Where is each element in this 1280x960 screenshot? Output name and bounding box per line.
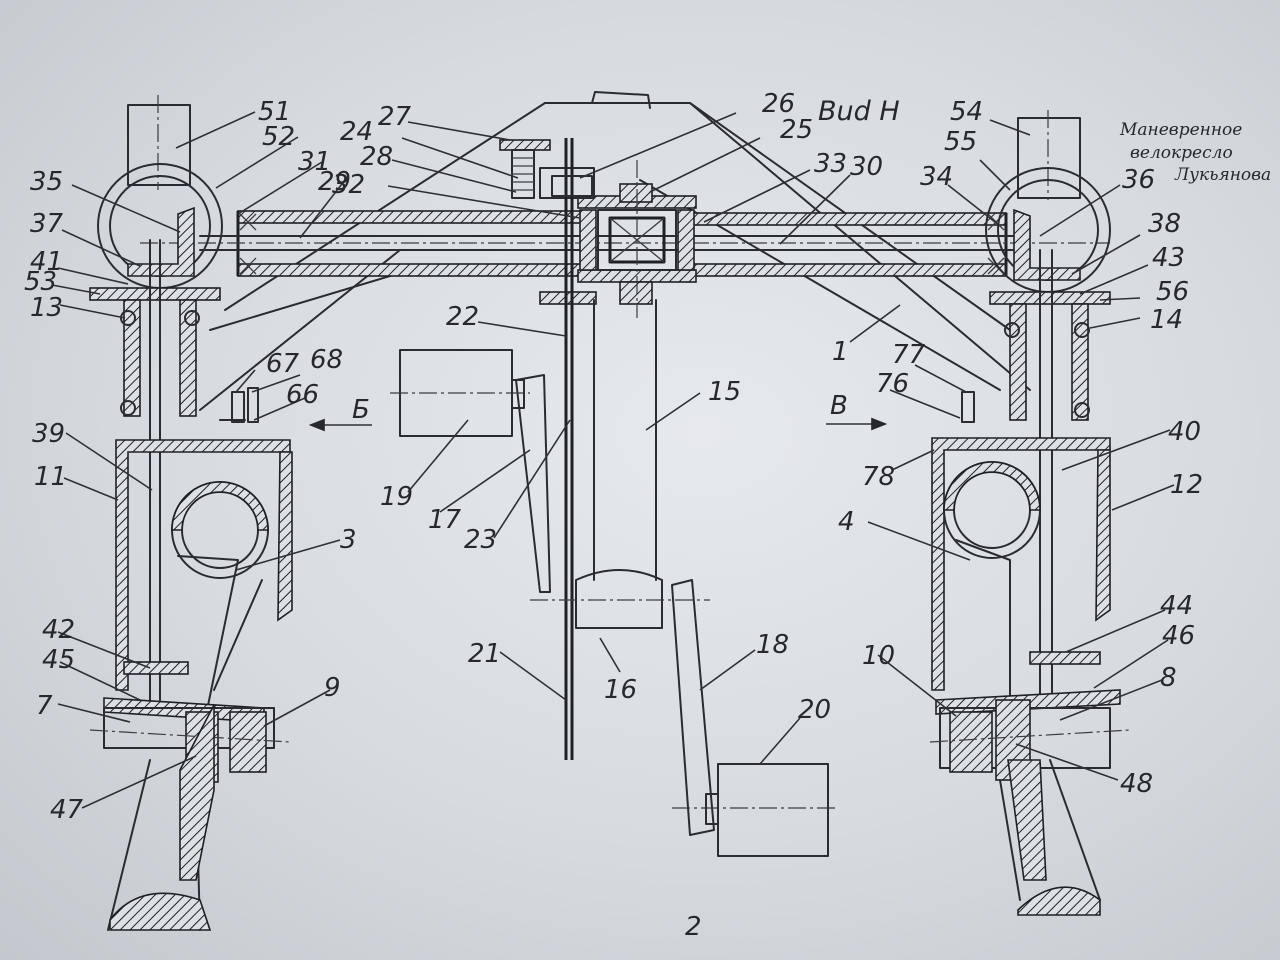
part-label-16: 16 [604,675,637,705]
direction-marker-b: Б [352,395,370,425]
part-label-67: 67 [266,349,300,379]
part-label-17: 17 [428,505,462,535]
part-label-48: 48 [1120,769,1153,799]
part-label-22: 22 [446,302,479,332]
part-label-30: 30 [850,152,883,182]
part-label-78: 78 [862,462,895,492]
part-label-25: 25 [780,115,813,145]
caption-line-1: Маневренное [1119,120,1242,140]
part-label-9: 9 [324,673,341,703]
part-label-44: 44 [1160,591,1193,621]
part-label-32: 32 [332,170,365,200]
part-label-35: 35 [30,167,63,197]
right-wheel-assembly [929,110,1131,916]
part-label-13: 13 [30,293,63,323]
part-label-77: 77 [892,340,926,370]
part-label-43: 43 [1152,243,1185,273]
central-column [390,299,838,857]
part-label-52: 52 [262,122,295,152]
part-label-53: 53 [24,267,57,297]
direction-arrows [308,417,888,432]
part-label-20: 20 [798,695,831,725]
part-label-37: 37 [30,209,64,239]
part-label-76: 76 [876,369,909,399]
left-wheel-assembly [89,95,293,931]
part-label-47: 47 [50,795,84,825]
leader-lines [51,111,1175,809]
part-label-1: 1 [832,337,849,367]
part-label-24: 24 [340,117,373,147]
part-label-23: 23 [464,525,497,555]
part-label-46: 46 [1162,621,1195,651]
part-label-34: 34 [920,162,953,192]
part-label-12: 12 [1170,470,1203,500]
upper-shaft-tube [140,210,1110,277]
part-label-3: 3 [340,525,357,555]
part-label-14: 14 [1150,305,1183,335]
caption-line-3: Лукьянова [1174,165,1271,185]
part-label-29: 29 [318,167,351,197]
part-label-54: 54 [950,97,983,127]
part-label-31: 31 [298,147,331,177]
part-label-51: 51 [258,97,291,127]
part-label-40: 40 [1168,417,1201,447]
part-label-38: 38 [1148,209,1181,239]
part-label-8: 8 [1160,663,1177,693]
central-gearbox [539,160,697,318]
part-label-68: 68 [310,345,343,375]
part-label-4: 4 [838,507,855,537]
bottom-mark: 2 [685,912,702,942]
part-label-39: 39 [32,419,65,449]
part-label-10: 10 [862,641,895,671]
part-label-15: 15 [708,377,741,407]
adjuster-screw [499,138,593,760]
part-label-33: 33 [814,149,847,179]
part-label-66: 66 [286,380,319,410]
direction-marker-v: В [830,391,848,421]
part-label-27: 27 [378,102,412,132]
part-label-45: 45 [42,645,75,675]
view-title: Bud H [818,96,900,127]
part-label-19: 19 [380,482,413,512]
part-label-7: 7 [36,691,53,721]
part-label-21: 21 [468,639,501,669]
part-label-11: 11 [34,462,67,492]
caption-line-2: велокресло [1130,143,1233,163]
part-label-36: 36 [1122,165,1155,195]
part-label-28: 28 [360,142,393,172]
part-label-56: 56 [1156,277,1189,307]
part-label-42: 42 [42,615,75,645]
part-label-41: 41 [30,247,63,277]
part-label-55: 55 [944,127,977,157]
part-label-26: 26 [762,89,795,119]
part-label-18: 18 [756,630,789,660]
